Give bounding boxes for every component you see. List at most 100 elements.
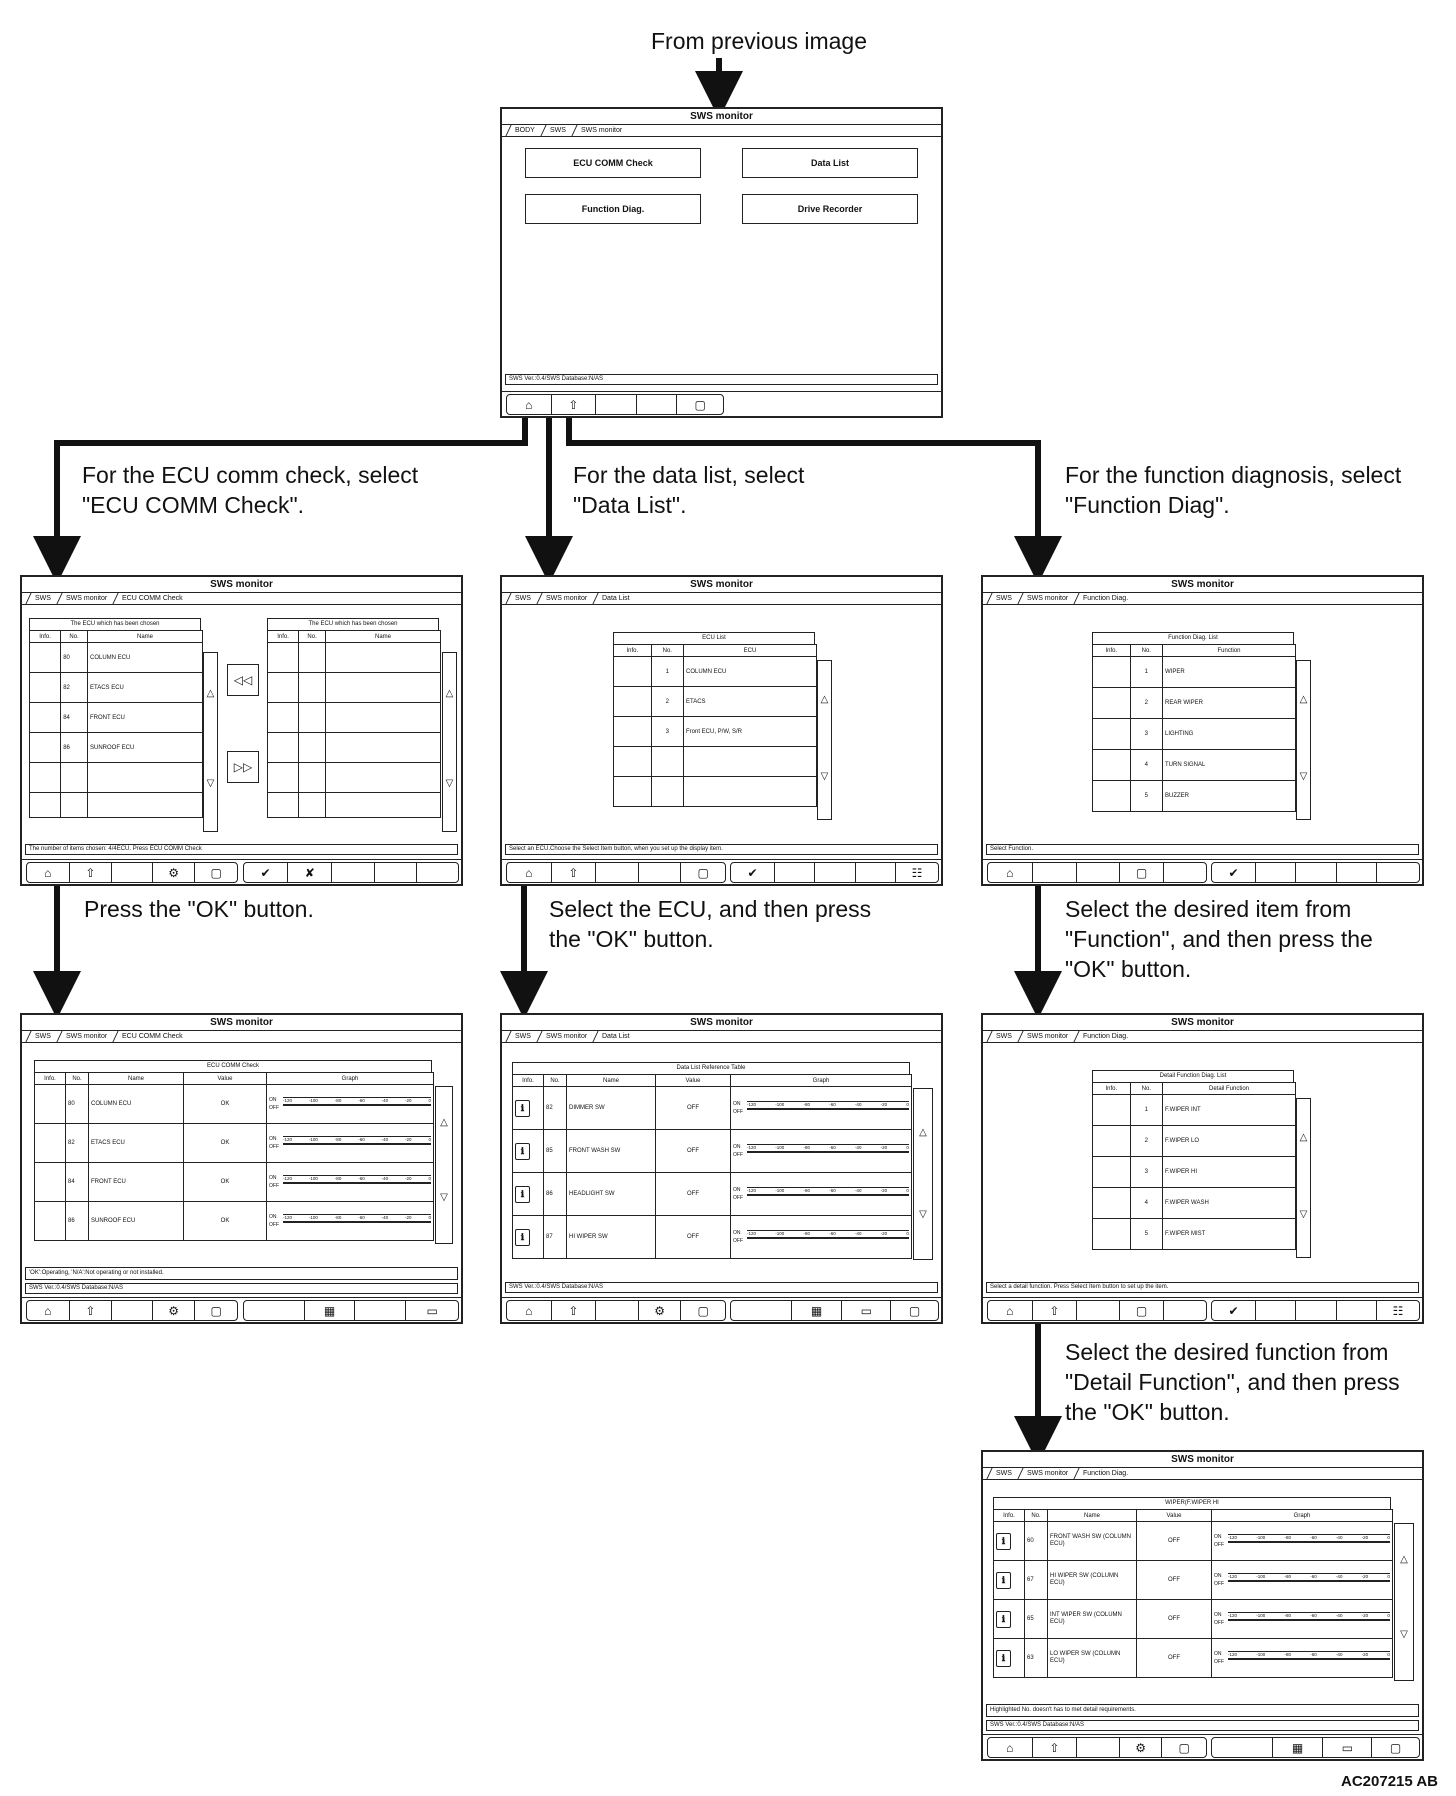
tool-icon[interactable]: ⚙ bbox=[639, 1301, 682, 1320]
table-row[interactable] bbox=[28, 792, 203, 818]
page-icon[interactable]: ▢ bbox=[1120, 1301, 1165, 1320]
scroll-up-icon[interactable]: △ bbox=[919, 1127, 927, 1138]
monitor-icon[interactable]: ▭ bbox=[1323, 1738, 1373, 1757]
empty-button[interactable] bbox=[775, 863, 816, 882]
info-icon[interactable]: ℹ bbox=[515, 1185, 530, 1203]
scroll-down-icon[interactable]: ▽ bbox=[440, 1192, 448, 1203]
move-right-button[interactable]: ▷▷ bbox=[227, 751, 259, 783]
page-icon[interactable]: ▢ bbox=[1178, 1740, 1190, 1755]
info-icon[interactable]: ℹ bbox=[515, 1099, 530, 1117]
back-icon[interactable]: ⇧ bbox=[552, 863, 597, 882]
empty-button[interactable] bbox=[332, 863, 375, 882]
page-icon[interactable]: ▢ bbox=[697, 865, 709, 880]
empty-button[interactable] bbox=[1296, 1301, 1337, 1320]
monitor-icon[interactable]: ▭ bbox=[426, 1303, 438, 1318]
empty-button[interactable] bbox=[1256, 1301, 1297, 1320]
breadcrumb-item[interactable]: SWS monitor bbox=[56, 593, 116, 604]
cancel-icon[interactable]: ✘ bbox=[288, 863, 333, 882]
table-icon[interactable]: ☷ bbox=[1392, 1303, 1404, 1318]
empty-button[interactable] bbox=[596, 863, 639, 882]
table-row[interactable] bbox=[266, 732, 441, 763]
scroll-down-icon[interactable]: ▽ bbox=[820, 771, 829, 782]
empty-button[interactable] bbox=[355, 1301, 407, 1320]
breadcrumb-item[interactable]: SWS bbox=[505, 1031, 540, 1042]
empty-button[interactable] bbox=[1164, 863, 1206, 882]
ecu-comm-check-button[interactable]: ECU COMM Check bbox=[525, 148, 701, 178]
check-icon[interactable]: ✔ bbox=[731, 863, 776, 882]
table-row[interactable] bbox=[266, 702, 441, 733]
info-icon[interactable]: ℹ bbox=[996, 1532, 1011, 1550]
home-icon[interactable]: ⌂ bbox=[988, 1301, 1033, 1320]
empty-button[interactable] bbox=[815, 863, 856, 882]
table-row[interactable] bbox=[266, 672, 441, 703]
back-icon[interactable]: ⇧ bbox=[1033, 1738, 1078, 1757]
check-icon[interactable]: ✔ bbox=[1212, 863, 1257, 882]
check-icon[interactable]: ✔ bbox=[1212, 1301, 1257, 1320]
empty-button[interactable] bbox=[417, 863, 458, 882]
breadcrumb-item[interactable]: Data List bbox=[592, 593, 639, 604]
breadcrumb-item[interactable]: SWS monitor bbox=[536, 593, 596, 604]
tool-icon[interactable]: ⚙ bbox=[153, 863, 196, 882]
empty-button[interactable] bbox=[639, 863, 682, 882]
empty-button[interactable] bbox=[375, 863, 417, 882]
home-icon[interactable]: ⌂ bbox=[27, 863, 70, 882]
table-icon[interactable]: ☷ bbox=[911, 865, 923, 880]
breadcrumb-item[interactable]: SWS monitor bbox=[56, 1031, 116, 1042]
breadcrumb-item[interactable]: Data List bbox=[592, 1031, 639, 1042]
table-row[interactable] bbox=[266, 642, 441, 673]
breadcrumb-item[interactable]: SWS bbox=[986, 593, 1021, 604]
back-icon[interactable]: ⇧ bbox=[552, 1301, 597, 1320]
breadcrumb-item[interactable]: SWS bbox=[25, 1031, 60, 1042]
empty-button[interactable] bbox=[1337, 863, 1377, 882]
scrollbar[interactable]: △ ▽ bbox=[435, 1086, 453, 1244]
table-row[interactable] bbox=[613, 776, 817, 807]
breadcrumb-item[interactable]: SWS monitor bbox=[1017, 1468, 1077, 1479]
info-icon[interactable]: ℹ bbox=[996, 1610, 1011, 1628]
scroll-down-icon[interactable]: ▽ bbox=[445, 778, 454, 789]
empty-button[interactable] bbox=[1256, 863, 1297, 882]
page-icon[interactable]: ▢ bbox=[1389, 1740, 1402, 1755]
back-icon[interactable]: ⇧ bbox=[552, 395, 597, 414]
breadcrumb-item[interactable]: SWS monitor bbox=[536, 1031, 596, 1042]
back-icon[interactable]: ⇧ bbox=[1033, 1301, 1078, 1320]
page-icon[interactable]: ▢ bbox=[210, 865, 222, 880]
move-left-button[interactable]: ◁◁ bbox=[227, 664, 259, 696]
info-icon[interactable]: ℹ bbox=[996, 1571, 1011, 1589]
monitor-icon[interactable]: ▭ bbox=[842, 1301, 892, 1320]
page-icon[interactable]: ▢ bbox=[694, 397, 706, 412]
table-row[interactable] bbox=[266, 792, 441, 818]
empty-button[interactable] bbox=[244, 1301, 305, 1320]
scroll-up-icon[interactable]: △ bbox=[445, 688, 454, 699]
breadcrumb-item[interactable]: Function Diag. bbox=[1073, 593, 1137, 604]
back-icon[interactable]: ⇧ bbox=[70, 1301, 113, 1320]
empty-button[interactable] bbox=[1296, 863, 1337, 882]
scroll-down-icon[interactable]: ▽ bbox=[206, 778, 215, 789]
scrollbar[interactable]: △ ▽ bbox=[817, 660, 832, 820]
table-icon[interactable]: ▦ bbox=[1273, 1738, 1324, 1757]
empty-button[interactable] bbox=[856, 863, 896, 882]
breadcrumb-item[interactable]: SWS monitor bbox=[571, 125, 631, 136]
breadcrumb-item[interactable]: SWS bbox=[505, 593, 540, 604]
home-icon[interactable]: ⌂ bbox=[507, 395, 552, 414]
empty-button[interactable] bbox=[1164, 1301, 1206, 1320]
breadcrumb-item[interactable]: SWS monitor bbox=[1017, 593, 1077, 604]
scroll-up-icon[interactable]: △ bbox=[1299, 1132, 1308, 1143]
home-icon[interactable]: ⌂ bbox=[507, 863, 552, 882]
scrollbar[interactable]: △ ▽ bbox=[913, 1088, 933, 1260]
